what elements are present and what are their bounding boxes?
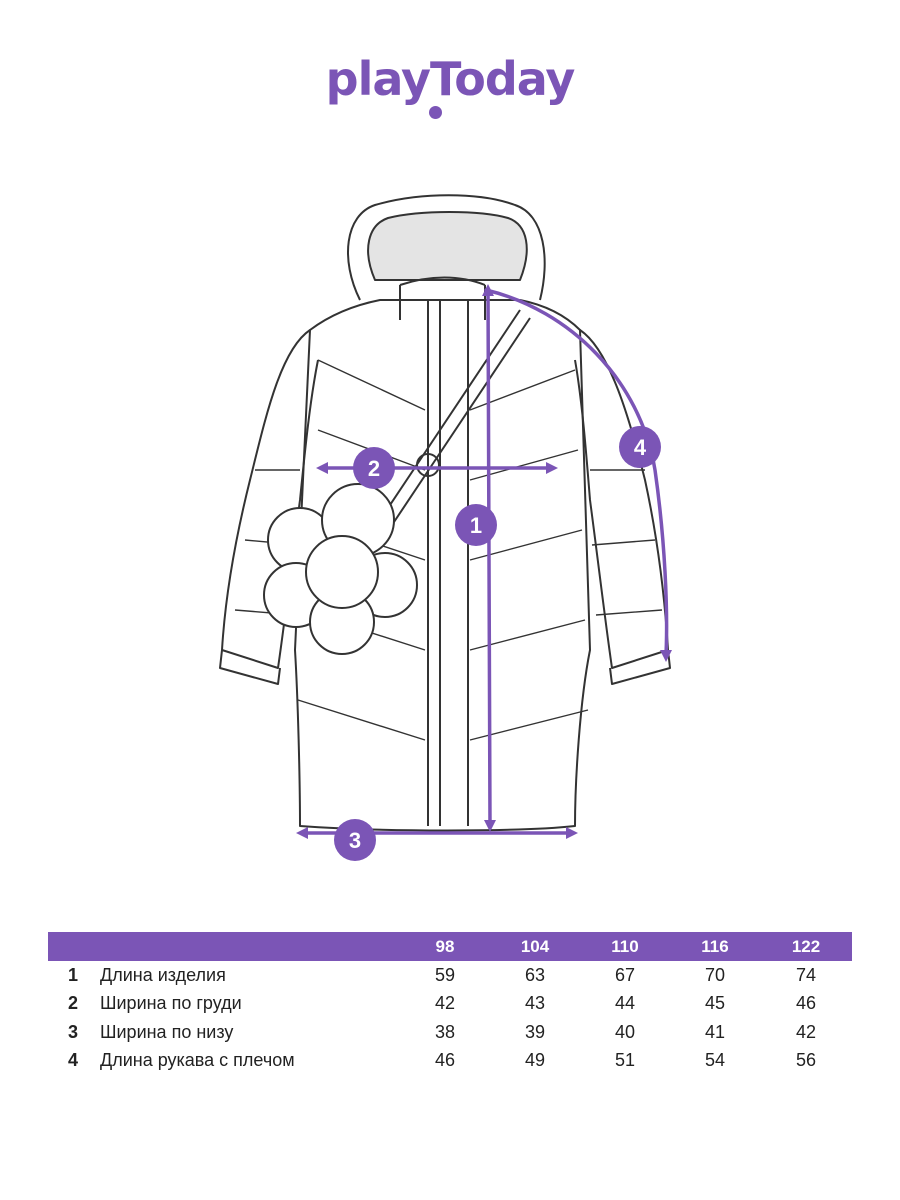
- svg-text:4: 4: [634, 435, 647, 460]
- left-sleeve: [221, 329, 319, 669]
- row-value: 41: [704, 1021, 726, 1042]
- row-value: 74: [795, 964, 817, 985]
- arrow-1-top: [482, 284, 494, 296]
- size-header-row: 98 104 110 116 122: [48, 932, 852, 961]
- arrow-2-left: [316, 462, 328, 474]
- arrow-3-right: [566, 827, 578, 839]
- arrow-4-bottom: [660, 650, 672, 662]
- svg-text:2: 2: [368, 456, 380, 481]
- left-cuff: [219, 649, 281, 685]
- row-number: 2: [68, 993, 79, 1014]
- row-number: 4: [68, 1050, 79, 1071]
- row-value: 45: [704, 993, 726, 1014]
- table-row: 4 Длина рукава с плечом 46 49 51 54 56: [48, 1047, 852, 1076]
- strap-ring: [416, 453, 440, 477]
- callout-2: 2: [353, 447, 395, 489]
- svg-text:3: 3: [349, 828, 361, 853]
- logo-dot: [429, 106, 442, 119]
- callout-1: 1: [455, 504, 497, 546]
- header-blank-num: [48, 932, 100, 961]
- arrow-1-bottom: [484, 820, 496, 832]
- size-header: 116: [670, 932, 760, 961]
- right-cuff: [609, 649, 671, 685]
- row-value: 42: [795, 1021, 817, 1042]
- row-value: 67: [614, 964, 636, 985]
- row-value: 63: [524, 964, 546, 985]
- size-header: 122: [760, 932, 852, 961]
- right-sleeve: [574, 329, 669, 669]
- row-label: Ширина по низу: [100, 1021, 234, 1042]
- row-value: 59: [434, 964, 456, 985]
- table-row: 1 Длина изделия 59 63 67 70 74: [48, 961, 852, 990]
- row-value: 51: [614, 1050, 636, 1071]
- size-chart-table: 98 104 110 116 122 1 Длина изделия 59 63…: [48, 932, 852, 1075]
- hood-lining: [367, 211, 528, 281]
- row-label: Длина рукава с плечом: [100, 1050, 295, 1071]
- hood-outline: [347, 194, 546, 301]
- row-value: 54: [704, 1050, 726, 1071]
- row-value: 46: [795, 993, 817, 1014]
- svg-text:1: 1: [470, 513, 482, 538]
- bag-strap: [379, 309, 531, 529]
- size-header: 104: [490, 932, 580, 961]
- row-value: 40: [614, 1021, 636, 1042]
- row-value: 42: [434, 993, 456, 1014]
- table-row: 3 Ширина по низу 38 39 40 41 42: [48, 1018, 852, 1047]
- row-number: 1: [68, 964, 79, 985]
- callout-3: 3: [334, 819, 376, 861]
- row-value: 56: [795, 1050, 817, 1071]
- row-value: 44: [614, 993, 636, 1014]
- row-value: 46: [434, 1050, 456, 1071]
- row-number: 3: [68, 1021, 79, 1042]
- collar: [399, 276, 486, 320]
- flower-bag: [263, 483, 418, 655]
- table-row: 2 Ширина по груди 42 43 44 45 46: [48, 990, 852, 1019]
- row-value: 70: [704, 964, 726, 985]
- row-value: 43: [524, 993, 546, 1014]
- arrow-2-right: [546, 462, 558, 474]
- size-header: 98: [400, 932, 490, 961]
- row-label: Длина изделия: [100, 964, 226, 985]
- row-value: 38: [434, 1021, 456, 1042]
- brand-logo: playToday: [325, 52, 576, 106]
- coat-technical-drawing: 1 2 3 4: [219, 194, 672, 861]
- size-header: 110: [580, 932, 670, 961]
- measure-line-1: [486, 288, 492, 827]
- row-label: Ширина по груди: [100, 993, 242, 1014]
- zipper-placket: [427, 300, 469, 826]
- row-value: 39: [524, 1021, 546, 1042]
- row-value: 49: [524, 1050, 546, 1071]
- header-blank-label: [100, 932, 400, 961]
- arrow-3-left: [296, 827, 308, 839]
- callout-4: 4: [619, 426, 661, 468]
